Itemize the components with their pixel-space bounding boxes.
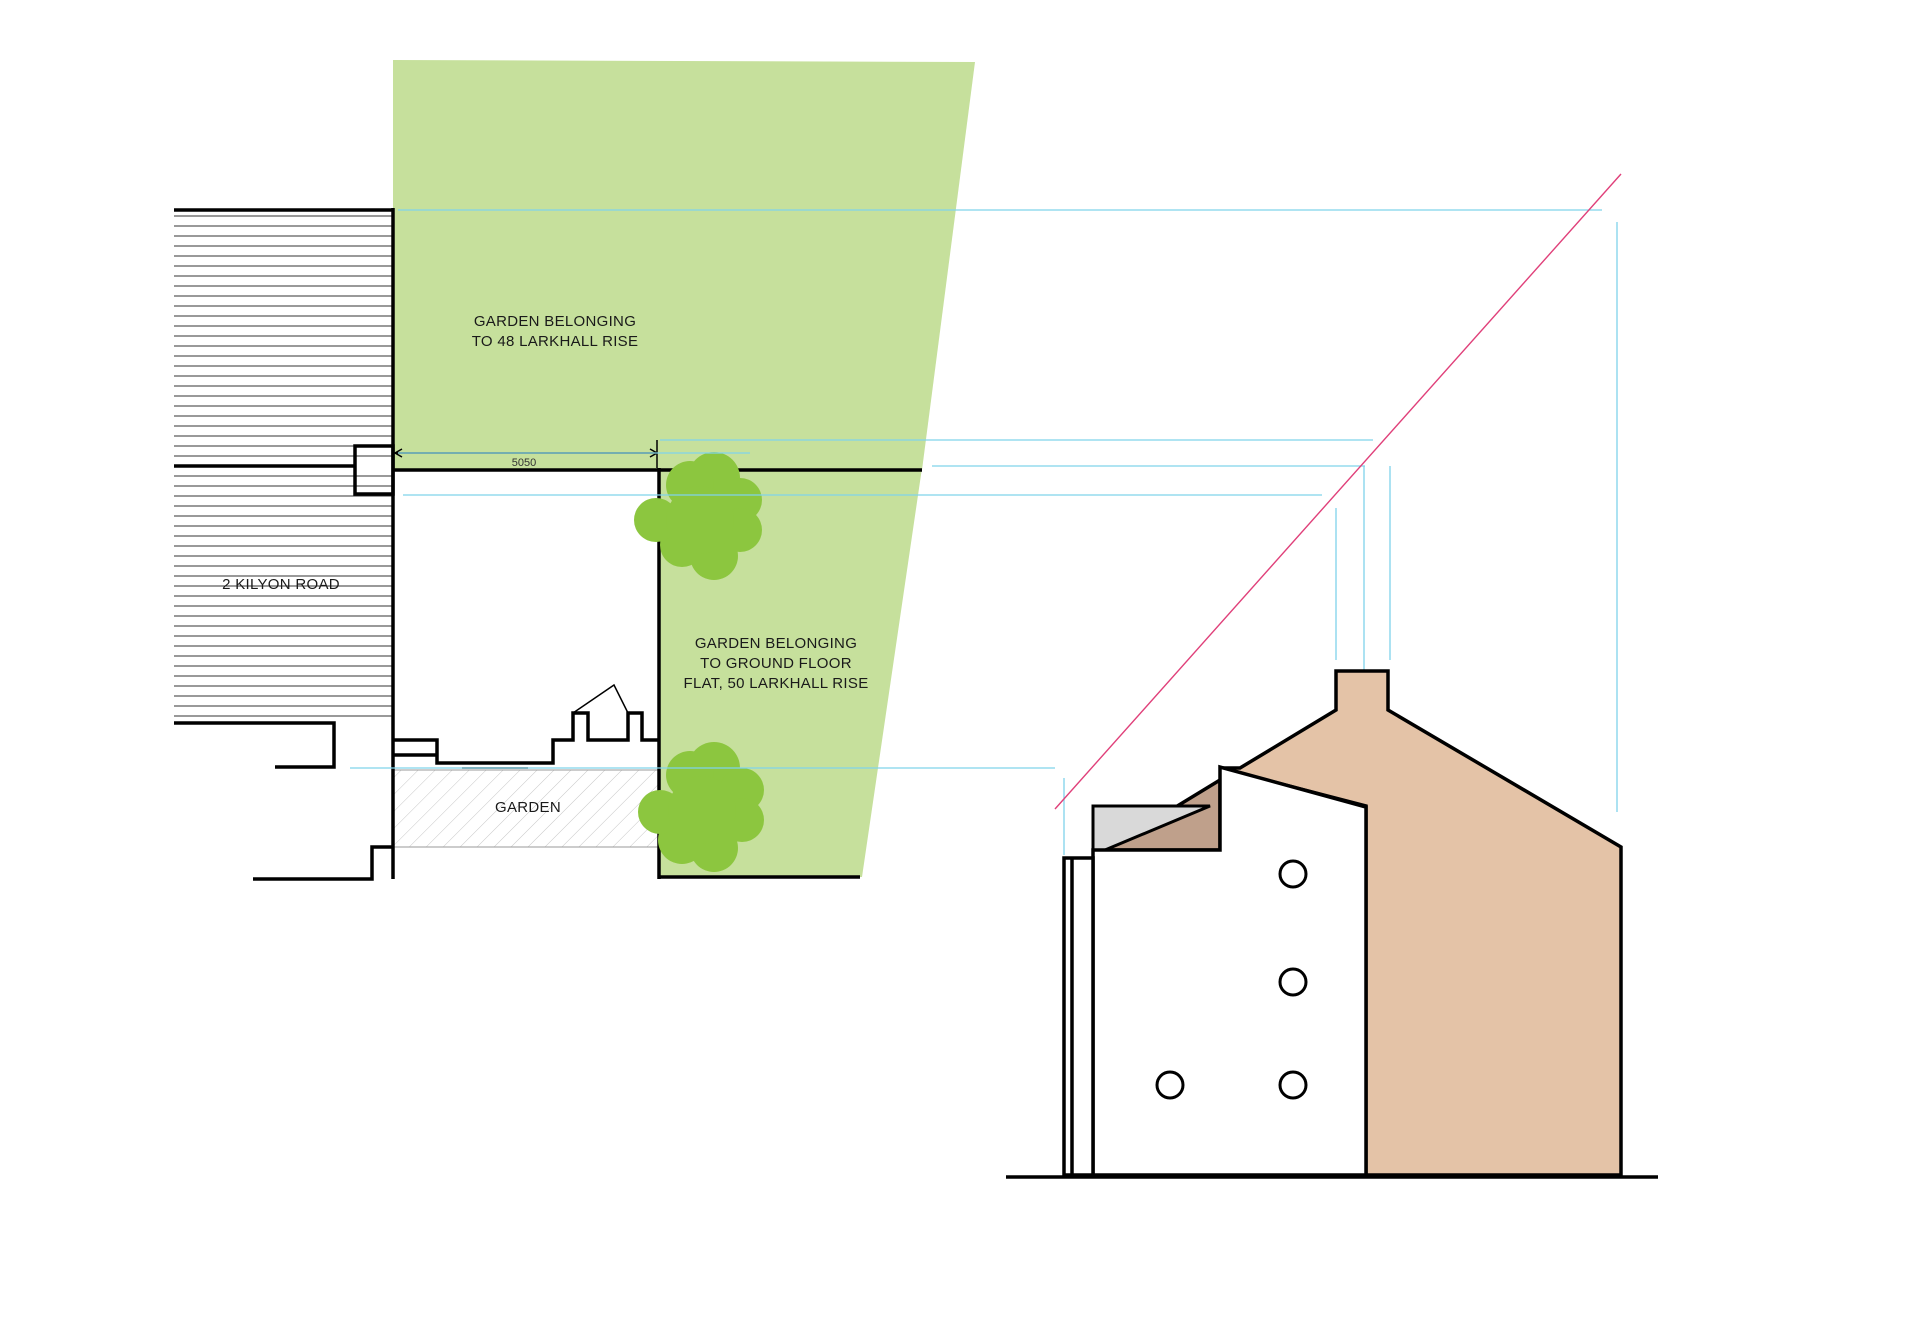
kilyon-road-bottom-step — [253, 845, 393, 881]
rear-extension-outline — [393, 711, 659, 765]
round-window-2 — [1278, 967, 1308, 997]
door-swing — [572, 683, 629, 714]
dimension-arrow-left — [393, 448, 403, 458]
chimney-pier-plan — [353, 444, 395, 496]
small-garden-label: GARDEN — [495, 799, 561, 816]
garden-50-label-line1: GARDEN BELONGING — [695, 635, 857, 652]
garden-50-label-line3: FLAT, 50 LARKHALL RISE — [683, 675, 868, 692]
projection-lines — [350, 209, 1618, 855]
garden-48-label-line2: TO 48 LARKHALL RISE — [472, 333, 639, 350]
main-house-gable — [1219, 669, 1623, 1177]
round-window-1 — [1278, 859, 1308, 889]
round-window-4 — [1155, 1070, 1185, 1100]
kilyon-road-step-outline — [174, 721, 336, 769]
side-elevation — [1006, 669, 1658, 1179]
kilyon-road-label: 2 KILYON ROAD — [222, 576, 340, 593]
diagonal-construction-line — [1054, 173, 1622, 810]
garden-50-label-line2: TO GROUND FLOOR — [700, 655, 852, 672]
dimension-label: 5050 — [512, 457, 536, 469]
round-window-3 — [1278, 1070, 1308, 1100]
garden-48-label-line1: GARDEN BELONGING — [474, 313, 636, 330]
site-plan: 5050 GARDEN BELONGING TO 48 LARKHALL RIS… — [174, 60, 975, 881]
kilyon-road-building-hatch — [174, 215, 392, 717]
garden-48-larkhall-rise-area — [393, 60, 975, 470]
side-strip-wall — [1062, 856, 1095, 1177]
tree-lower — [638, 742, 764, 872]
tree-upper — [634, 452, 762, 580]
small-garden-hatch — [394, 770, 658, 847]
